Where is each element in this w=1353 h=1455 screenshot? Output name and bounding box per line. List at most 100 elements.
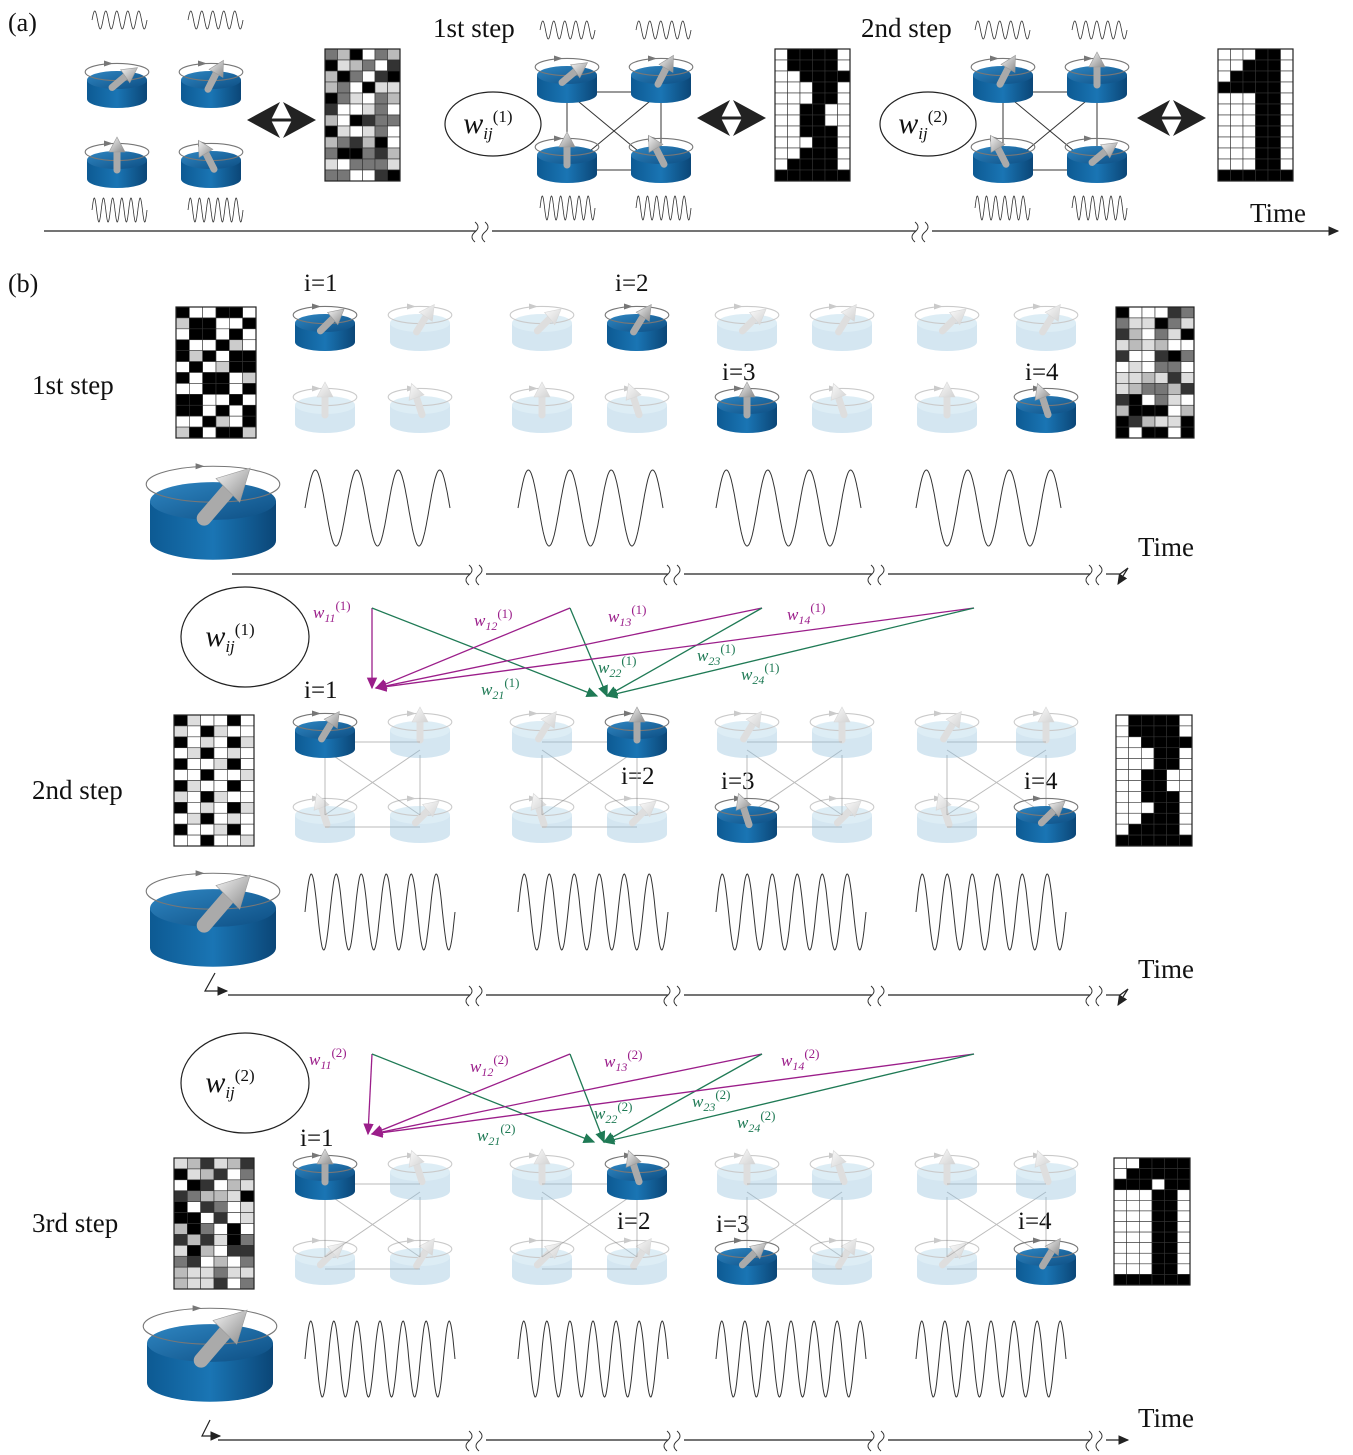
grid-cell: [799, 59, 813, 72]
grid-cell: [187, 758, 201, 770]
grid-cell: [324, 81, 338, 94]
grid-cell: [1217, 114, 1231, 127]
oscillator-icon: [292, 381, 358, 433]
weight-label: w23(2): [692, 1087, 731, 1114]
oscillator-top: [812, 1163, 872, 1181]
grid-cell: [200, 1277, 215, 1290]
grid-cell: [173, 780, 188, 792]
grid-cell: [173, 823, 188, 836]
oscillator-side: [717, 323, 777, 351]
grid-cell: [1128, 812, 1142, 825]
orbit-arrowhead: [829, 1237, 838, 1244]
grid-cell: [1280, 81, 1294, 94]
grid-cell: [1180, 394, 1195, 406]
grid-cell: [187, 1255, 201, 1268]
grid-cell: [1280, 114, 1294, 127]
orbit-arrowhead: [554, 135, 563, 142]
grid-cell: [1230, 114, 1244, 127]
grid-cell: [1179, 758, 1193, 770]
grid-cell: [1217, 147, 1231, 160]
grid-cell: [173, 714, 188, 727]
weight-label: w11(1): [313, 598, 351, 625]
grid-cell: [1126, 1178, 1140, 1191]
grid-cell: [1177, 1274, 1191, 1286]
grid-cell: [1267, 103, 1281, 116]
orbit-arrowhead: [407, 1237, 416, 1244]
oscillator-side: [1016, 323, 1076, 351]
weight-base: w: [470, 1057, 482, 1076]
orbit-ring: [809, 797, 875, 817]
weight-sub: 12: [481, 1065, 493, 1079]
oscillator-top: [607, 1248, 667, 1266]
grid-cell: [227, 1234, 241, 1246]
grid-cell: [374, 169, 388, 182]
spin-arrow-head: [938, 1148, 956, 1165]
grid-cell: [1128, 780, 1142, 792]
spin-arrow-shaft: [629, 392, 643, 419]
grid-cell: [799, 147, 813, 160]
spin-arrow-shaft: [938, 1248, 960, 1269]
spin-arrow-shaft: [834, 392, 848, 419]
grid-cell: [1179, 736, 1193, 749]
grid-cell: [229, 394, 243, 406]
orbit-ring: [387, 1154, 453, 1174]
grid-cell: [200, 1245, 215, 1257]
grid-cell: [213, 769, 228, 781]
orbit-ring: [1013, 1154, 1079, 1174]
grid-cell: [213, 1168, 228, 1181]
oscillator-icon: [604, 795, 670, 843]
grid-cell: [1179, 791, 1193, 803]
grid-cell: [362, 59, 376, 72]
grid-cell: [1126, 1210, 1140, 1222]
grid-cell: [173, 834, 188, 847]
spin-arrow-shaft: [835, 1246, 852, 1270]
grid-cell: [324, 158, 338, 171]
grid-border: [1115, 306, 1195, 439]
weight-sub: 23: [703, 1100, 715, 1114]
spin-arrow-shaft: [630, 1246, 647, 1270]
weight-base: w: [594, 1104, 606, 1123]
grid-cell: [173, 1266, 188, 1279]
grid-cell: [1167, 383, 1182, 395]
oscillator-icon: [914, 792, 980, 843]
grid-border: [175, 306, 257, 439]
grid-cell: [227, 812, 241, 825]
grid-cell: [1164, 1157, 1178, 1169]
grid-cell: [812, 136, 826, 149]
spin-arrow-head: [1088, 51, 1106, 68]
orbit-arrowhead: [934, 710, 943, 717]
spin-arrow-shaft: [317, 802, 331, 829]
oscillator-icon: [809, 1149, 875, 1200]
grid-cell: [837, 114, 851, 127]
grid-cell: [173, 1168, 188, 1181]
grid-cell: [1242, 125, 1256, 138]
orbit-arrowhead: [934, 385, 943, 392]
grid-cell: [1126, 1221, 1140, 1233]
grid-cell: [240, 1277, 255, 1290]
grid-cell: [774, 136, 788, 149]
oscillator-icon: [84, 136, 150, 188]
grid-cell: [1167, 361, 1182, 373]
grid-cell: [1128, 306, 1143, 319]
weight-sub: 22: [609, 666, 621, 680]
spin-arrow-head: [833, 706, 851, 723]
grid-cell: [1166, 758, 1180, 770]
grid-cell: [187, 834, 201, 847]
timeline-curl: [1117, 988, 1129, 1007]
oscillator-side: [390, 1257, 450, 1285]
grid-cell: [374, 158, 388, 171]
grid-cell: [1179, 834, 1193, 847]
grid-cell: [200, 834, 215, 847]
spin-arrow-shaft: [204, 68, 221, 93]
spin-arrow-shaft: [318, 719, 335, 743]
grid-cell: [200, 758, 215, 770]
grid-cell: [774, 92, 788, 105]
oscillator-icon: [178, 139, 244, 188]
grid-cell: [1177, 1221, 1191, 1233]
grid-cell: [1255, 125, 1269, 138]
grid-cell: [175, 372, 190, 384]
timeline-curl: [201, 1419, 222, 1441]
grid-cell: [227, 823, 241, 836]
break-mark: [673, 985, 681, 1007]
grid-cell: [1280, 92, 1294, 105]
